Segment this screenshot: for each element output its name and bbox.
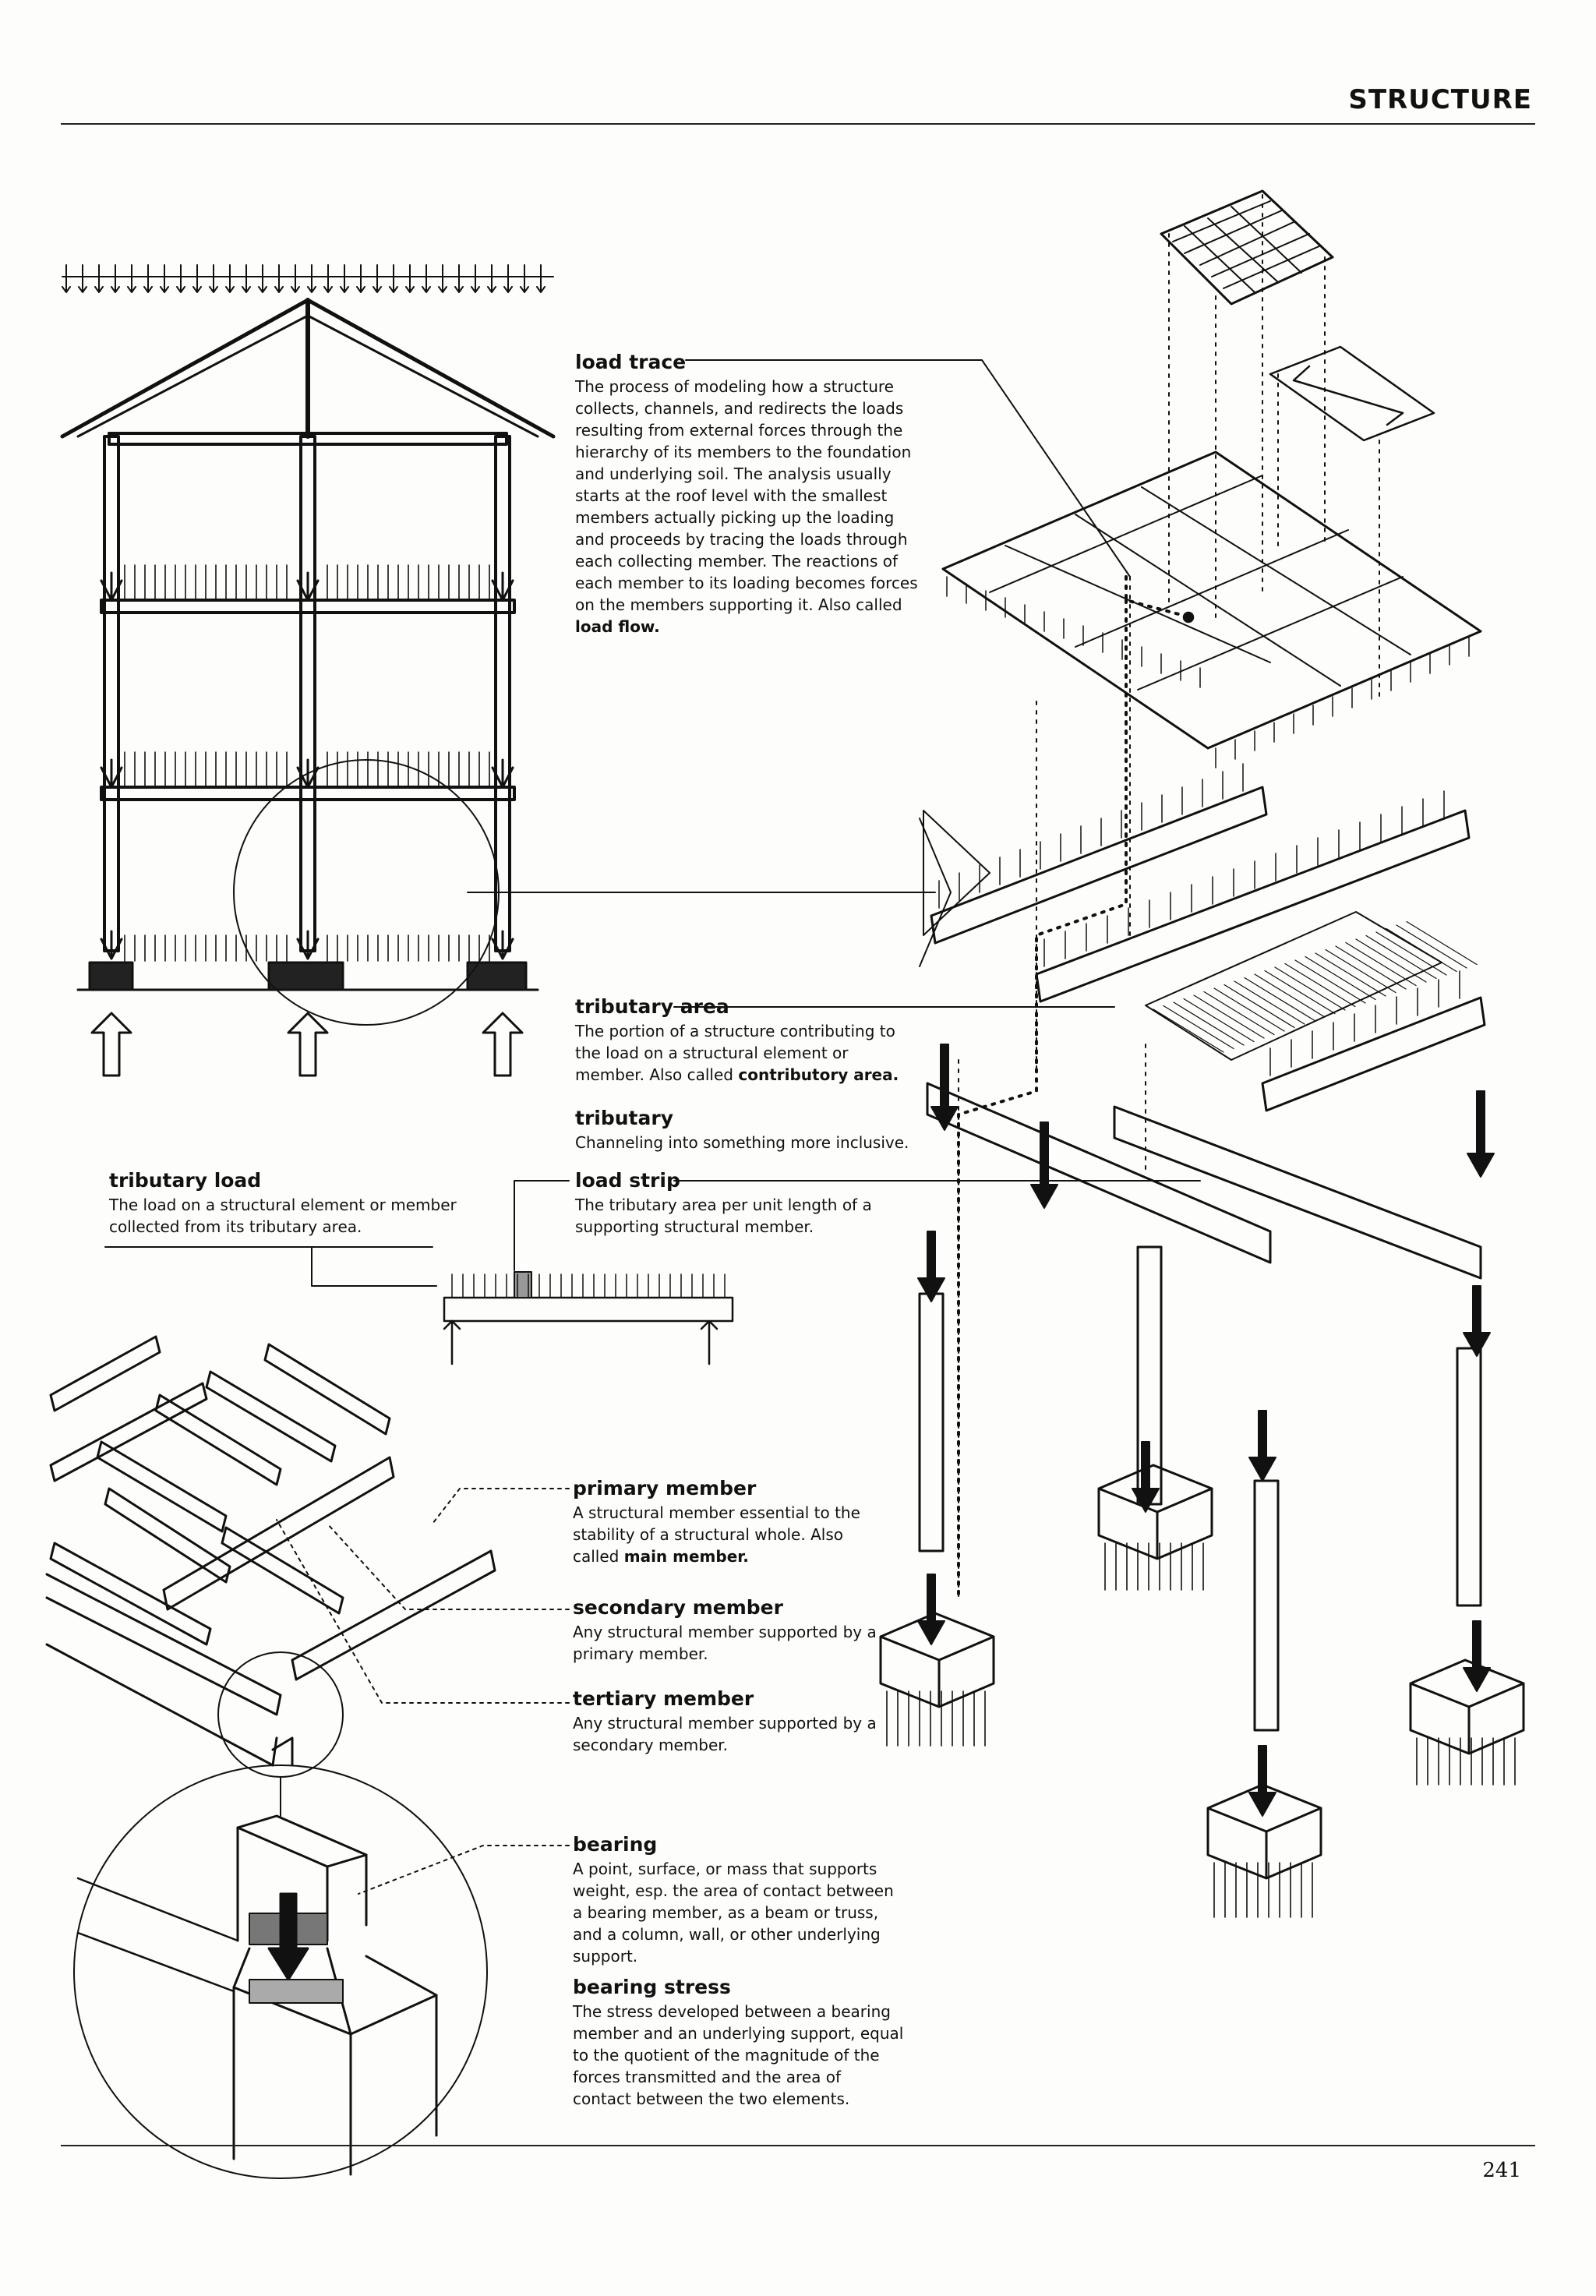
definition-secondary-member: Any structural member supported by a pri… (573, 1623, 877, 1663)
entry-tributary-load: tributary load The load on a structural … (109, 1169, 460, 1238)
definition-tributary-load: The load on a structural element or memb… (109, 1196, 457, 1236)
definition-load-trace: The process of modeling how a structure … (575, 377, 918, 636)
entry-tributary: tributary Channeling into something more… (575, 1107, 910, 1153)
house-section-drawing (60, 264, 990, 1077)
definition-tributary: Channeling into something more inclusive… (575, 1133, 909, 1152)
entry-load-strip: load strip The tributary area per unit l… (575, 1169, 910, 1238)
entry-primary-member: primary member A structural member essen… (573, 1477, 892, 1567)
alias-tributary-area: contributory area. (738, 1065, 899, 1084)
section-title: STRUCTURE (1348, 84, 1532, 115)
exploded-structure-drawing (879, 189, 1525, 1918)
term-secondary-member: secondary member (573, 1596, 783, 1619)
definition-bearing: A point, surface, or mass that supports … (573, 1860, 894, 1966)
floor-load-arrows-2 (124, 564, 490, 599)
term-tributary: tributary (575, 1107, 673, 1129)
term-load-trace: load trace (575, 351, 687, 373)
term-tributary-area: tributary area (575, 995, 729, 1018)
definition-tributary-area: The portion of a structure contributing … (575, 1022, 899, 1084)
term-load-strip: load strip (575, 1169, 680, 1192)
bearing-detail-drawing (73, 1764, 488, 2179)
term-bearing-stress: bearing stress (573, 1976, 731, 1998)
definition-primary-member: A structural member essential to the sta… (573, 1503, 860, 1566)
term-tertiary-member: tertiary member (573, 1687, 754, 1710)
page-number: 241 (1482, 2159, 1521, 2182)
header-rule (61, 123, 1535, 125)
entry-load-trace: load trace The process of modeling how a… (575, 351, 918, 638)
load-strip-drawing (443, 1271, 734, 1365)
roof-load-arrows (62, 264, 554, 293)
term-tributary-load: tributary load (109, 1169, 262, 1192)
definition-bearing-stress: The stress developed between a bearing m… (573, 2002, 904, 2108)
ground-load-arrows (124, 934, 490, 962)
leader-lines (104, 359, 1201, 1287)
entry-bearing: bearing A point, surface, or mass that s… (573, 1833, 904, 1967)
alias-primary-member: main member. (623, 1547, 749, 1566)
entry-bearing-stress: bearing stress The stress developed betw… (573, 1976, 904, 2110)
alias-load-trace: load flow. (575, 617, 660, 636)
entry-tertiary-member: tertiary member Any structural member su… (573, 1687, 892, 1756)
entry-tributary-area: tributary area The portion of a structur… (575, 995, 910, 1086)
definition-tertiary-member: Any structural member supported by a sec… (573, 1714, 877, 1754)
entry-secondary-member: secondary member Any structural member s… (573, 1596, 892, 1665)
framing-drawing (45, 1335, 570, 1895)
footer-rule (61, 2145, 1535, 2146)
term-bearing: bearing (573, 1833, 658, 1856)
definition-load-strip: The tributary area per unit length of a … (575, 1196, 872, 1236)
floor-load-arrows-1 (124, 751, 490, 786)
term-primary-member: primary member (573, 1477, 757, 1499)
